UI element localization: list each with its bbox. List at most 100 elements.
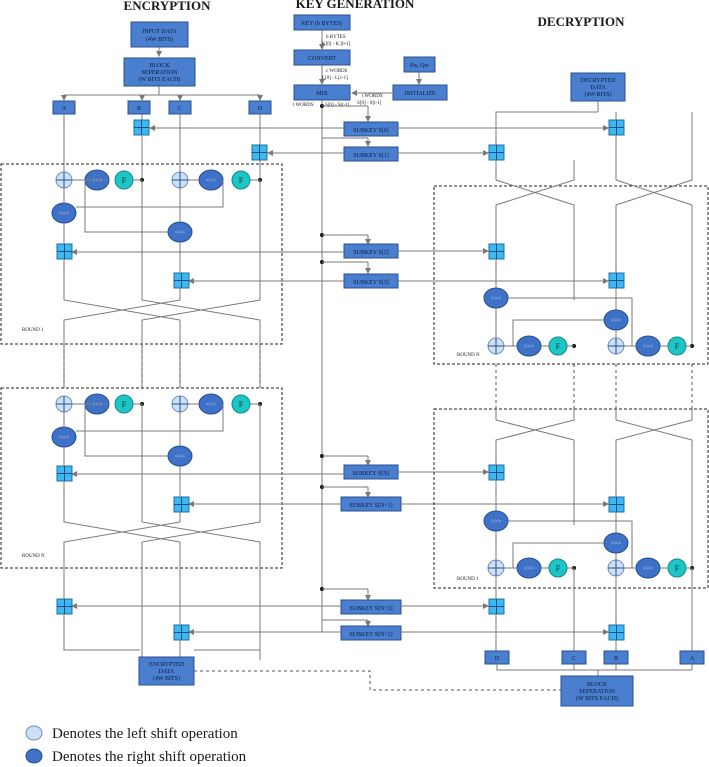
enc-reg-a: A [52, 100, 76, 115]
dec-add-s1 [488, 144, 505, 161]
enc-rn-f1: F [122, 400, 127, 409]
dec-r1-ops: >>> >>> >>> F >>> F [483, 409, 694, 579]
enc-reg-b-label: B [137, 106, 141, 112]
input-data-line1: INPUT DATA [142, 29, 177, 35]
l-range-label: L[0] - L[c-1] [322, 76, 348, 81]
enc-r1-shl2: <<< [206, 178, 217, 184]
enc-round1-label: ROUND 1 [22, 328, 44, 333]
dec-reg-c-label: C [572, 656, 576, 662]
left-shift-legend-icon [25, 725, 43, 741]
enc-rn-f2: F [239, 400, 244, 409]
subkey-s2-label: SUBKEY S[2] [353, 250, 389, 256]
encrypted-data-box: ENCRYPTED DATA (4W BITS) [138, 656, 195, 686]
k-range-label: K[0] - K [b-1] [322, 42, 351, 47]
dec-rn-shr2: >>> [611, 318, 622, 324]
mix-box: MIX [293, 84, 351, 101]
enc-data-line2: DATA [159, 669, 175, 675]
dec-round1-frame [433, 408, 709, 589]
subkey-s3: SUBKEY S[3] [343, 273, 399, 289]
dec-add-s0 [608, 119, 625, 136]
enc-r1-f1: F [122, 176, 127, 185]
enc-r1-shl4: <<< [175, 230, 186, 236]
subkey-s0-label: SUBKEY S[0] [353, 128, 389, 134]
subkey-sn: SUBKEY S[N] [343, 464, 399, 480]
enc-reg-b: B [127, 100, 151, 115]
subkey-sn2b-label: SUBKEY S[N+2] [349, 632, 392, 638]
legend-left-shift: Denotes the left shift operation [52, 726, 238, 742]
dec-add-sn2a [488, 598, 505, 615]
enc-block-sep-line1: BLOCK [149, 63, 170, 69]
dec-r1-f1: F [556, 564, 561, 573]
subkey-s1: SUBKEY S[1] [343, 146, 399, 162]
legend-right-shift: Denotes the right shift operation [52, 749, 247, 765]
right-shift-legend-icon [25, 748, 43, 764]
dec-roundn-frame [433, 185, 709, 365]
enc-add-b-s0 [133, 119, 150, 136]
subkey-sn1: SUBKEY S[N+1] [340, 496, 402, 512]
pw-qw-label: Pw, Qw [410, 63, 430, 69]
subkey-sn1-label: SUBKEY S[N+1] [349, 503, 392, 509]
enc-reg-a-label: A [62, 106, 67, 112]
dec-r1-shr4: >>> [643, 566, 654, 572]
enc-add-c-sn2 [173, 624, 190, 641]
enc-rn-shl1: <<< [92, 402, 103, 408]
dec-add-s2 [488, 243, 505, 260]
subkey-sn2a: SUBKEY S[N+2] [340, 599, 402, 615]
enc-rn-ops: <<< F <<< F <<< <<< [51, 393, 262, 660]
dec-add-sn [488, 464, 505, 481]
subkey-s1-label: SUBKEY S[1] [353, 153, 389, 159]
key-label: KEY (b BYTES) [301, 20, 342, 27]
dec-block-sep-line2: SEPERATION [579, 689, 616, 695]
block-separation-box-dec: BLOCK SEPERATION (W BITS EACH) [560, 675, 634, 707]
dec-rn-f1: F [556, 342, 561, 351]
pw-qw-box: Pw, Qw [403, 56, 436, 73]
enc-add-c-sn1 [173, 496, 190, 513]
enc-reg-d: D [248, 100, 272, 115]
b-bytes-label: b BYTES [326, 35, 346, 40]
dec-rn-shr3: >>> [524, 344, 535, 350]
dec-block-sep-line3: (W BITS EACH) [576, 695, 618, 702]
subkey-sn2b: SUBKEY S[N+2] [340, 625, 402, 641]
dec-r1-f2: F [675, 564, 680, 573]
input-data-box: INPUT DATA (4W BITS) [130, 21, 189, 48]
dec-reg-a: A [679, 650, 705, 665]
dec-reg-b-label: B [614, 656, 618, 662]
enc-data-line1: ENCRYPTED [149, 662, 185, 668]
t-words-right-label: t WORDS [362, 94, 383, 99]
dec-r1-shr1: >>> [491, 519, 502, 525]
enc-reg-d-label: D [258, 106, 263, 112]
legend: Denotes the left shift operation Denotes… [25, 725, 247, 765]
enc-add-a-s2 [56, 243, 73, 260]
convert-box: CONVERT [293, 49, 351, 66]
s-range-right-label: S[0] - S[t-1] [357, 101, 382, 106]
initialize-box: INITIALIZE [392, 84, 448, 101]
dec-rn-shr1: >>> [491, 296, 502, 302]
enc-add-a-sn [56, 465, 73, 482]
c-words-label: c WORDS [326, 69, 348, 74]
input-data-line2: (4W BITS) [146, 36, 173, 43]
enc-reg-c: C [168, 100, 192, 115]
dec-block-sep-line1: BLOCK [587, 682, 608, 688]
dec-rn-shr4: >>> [643, 344, 654, 350]
subkey-s3-label: SUBKEY S[3] [353, 280, 389, 286]
dec-add-s3 [608, 272, 625, 289]
dec-round1-label: ROUND 1 [457, 577, 479, 582]
decrypted-data-box: DECRYPTED DATA (4W BITS) [570, 72, 626, 102]
enc-r1-f2: F [239, 176, 244, 185]
dec-rn-f2: F [675, 342, 680, 351]
dec-data-line3: (4W BITS) [584, 91, 611, 98]
dec-reg-b: B [603, 650, 629, 665]
convert-label: CONVERT [308, 56, 336, 62]
initialize-label: INITIALIZE [404, 91, 436, 97]
enc-data-line3: (4W BITS) [153, 675, 180, 682]
block-separation-box-enc: BLOCK SEPERATION (W BITS EACH) [123, 57, 196, 87]
enc-rn-shl3: <<< [59, 435, 70, 441]
dec-r1-shr3: >>> [524, 566, 535, 572]
subkey-sn2a-label: SUBKEY S[N+2] [349, 606, 392, 612]
enc-r1-ops: <<< F <<< F <<< <<< [51, 169, 262, 388]
decryption-heading: DECRYPTION [538, 14, 626, 29]
enc-rn-shl2: <<< [206, 402, 217, 408]
dec-data-line2: DATA [590, 85, 606, 91]
enc-r1-shl3: <<< [59, 211, 70, 217]
mix-label: MIX [316, 91, 328, 97]
